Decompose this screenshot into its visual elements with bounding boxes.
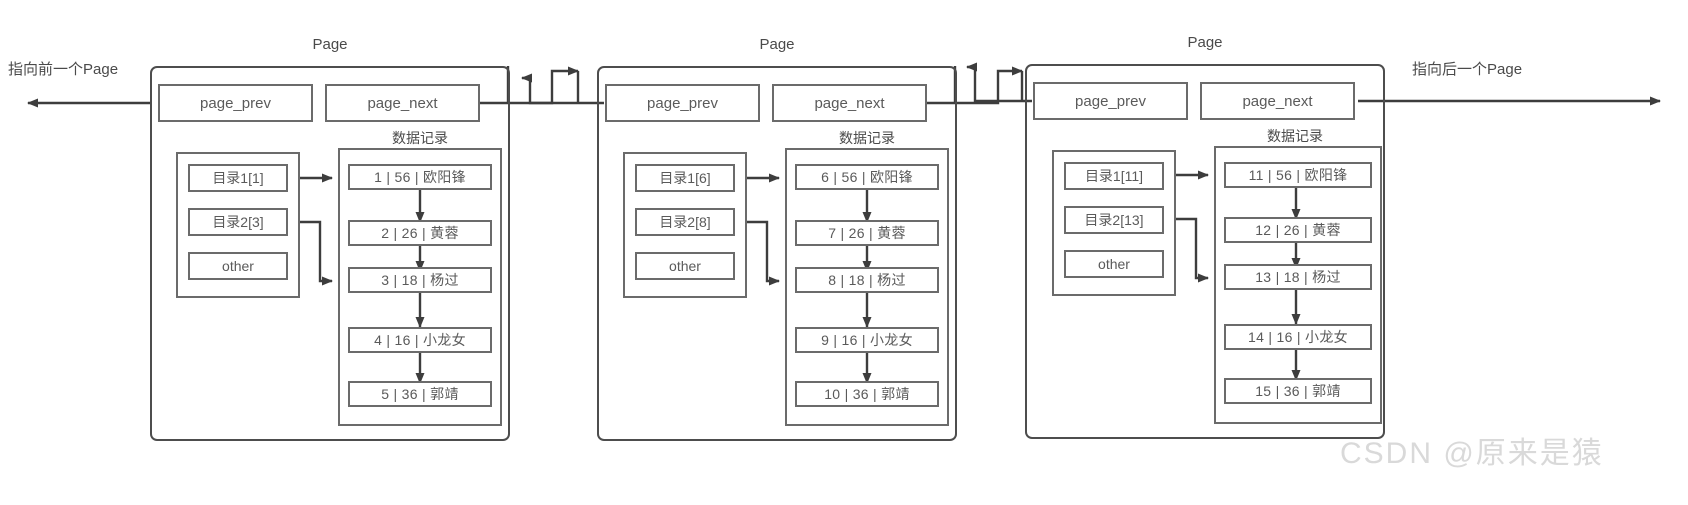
directory-entry-2-0[interactable]: 目录1[6] [635,164,735,192]
record-box-1-4[interactable]: 5 | 36 | 郭靖 [348,381,492,407]
directory-entry-3-1[interactable]: 目录2[13] [1064,206,1164,234]
record-box-3-1[interactable]: 12 | 26 | 黄蓉 [1224,217,1372,243]
directory-group-1 [176,152,300,298]
record-box-3-2[interactable]: 13 | 18 | 杨过 [1224,264,1372,290]
records-group-3 [1214,146,1382,424]
record-text-1-2: 3 | 18 | 杨过 [381,272,459,288]
record-box-2-4[interactable]: 10 | 36 | 郭靖 [795,381,939,407]
records-label-3: 数据记录 [1267,128,1323,144]
record-text-3-0: 11 | 56 | 欧阳锋 [1248,167,1348,183]
directory-label-1-0: 目录1[1] [212,170,264,186]
record-text-2-0: 6 | 56 | 欧阳锋 [821,169,913,185]
page-prev-box-1[interactable]: page_prev [158,84,313,122]
directory-entry-3-2[interactable]: other [1064,250,1164,278]
directory-entry-2-2[interactable]: other [635,252,735,280]
page-container-2 [597,66,957,441]
left-edge-label: 指向前一个Page [8,61,119,78]
records-label-2: 数据记录 [839,130,895,146]
page-next-box-3[interactable]: page_next [1200,82,1355,120]
record-box-2-3[interactable]: 9 | 16 | 小龙女 [795,327,939,353]
directory-entry-1-1[interactable]: 目录2[3] [188,208,288,236]
record-text-1-3: 4 | 16 | 小龙女 [374,332,466,348]
record-text-3-1: 12 | 26 | 黄蓉 [1255,222,1341,238]
directory-group-3 [1052,150,1176,296]
directory-entry-1-2[interactable]: other [188,252,288,280]
directory-label-1-1: 目录2[3] [212,214,264,230]
page-title-2: Page [759,36,795,53]
page-next-label-1: page_next [367,94,438,112]
record-box-2-0[interactable]: 6 | 56 | 欧阳锋 [795,164,939,190]
record-text-1-1: 2 | 26 | 黄蓉 [381,225,459,241]
record-text-1-4: 5 | 36 | 郭靖 [381,386,459,402]
page-container-3 [1025,64,1385,439]
directory-label-2-1: 目录2[8] [659,214,711,230]
record-box-3-4[interactable]: 15 | 36 | 郭靖 [1224,378,1372,404]
records-label-1: 数据记录 [392,130,448,146]
directory-label-1-2: other [222,258,254,274]
record-text-2-1: 7 | 26 | 黄蓉 [828,225,906,241]
record-box-2-1[interactable]: 7 | 26 | 黄蓉 [795,220,939,246]
directory-label-3-1: 目录2[13] [1084,212,1144,228]
record-text-3-2: 13 | 18 | 杨过 [1255,269,1341,285]
directory-entry-2-1[interactable]: 目录2[8] [635,208,735,236]
record-text-2-3: 9 | 16 | 小龙女 [821,332,913,348]
record-box-1-3[interactable]: 4 | 16 | 小龙女 [348,327,492,353]
directory-label-3-0: 目录1[11] [1084,168,1144,184]
directory-entry-3-0[interactable]: 目录1[11] [1064,162,1164,190]
page-next-label-2: page_next [814,94,885,112]
records-group-2 [785,148,949,426]
record-box-1-1[interactable]: 2 | 26 | 黄蓉 [348,220,492,246]
page-container-1 [150,66,510,441]
directory-entry-1-0[interactable]: 目录1[1] [188,164,288,192]
record-box-3-0[interactable]: 11 | 56 | 欧阳锋 [1224,162,1372,188]
record-box-3-3[interactable]: 14 | 16 | 小龙女 [1224,324,1372,350]
page-title-3: Page [1187,34,1223,51]
record-box-1-0[interactable]: 1 | 56 | 欧阳锋 [348,164,492,190]
page-next-box-1[interactable]: page_next [325,84,480,122]
watermark: CSDN @原来是猿 [1340,437,1604,470]
record-box-1-2[interactable]: 3 | 18 | 杨过 [348,267,492,293]
record-text-3-3: 14 | 16 | 小龙女 [1248,329,1348,345]
directory-label-2-0: 目录1[6] [659,170,711,186]
record-text-2-4: 10 | 36 | 郭靖 [824,386,910,402]
record-box-2-2[interactable]: 8 | 18 | 杨过 [795,267,939,293]
directory-group-2 [623,152,747,298]
page-next-label-3: page_next [1242,92,1313,110]
directory-label-3-2: other [1098,256,1130,272]
wire-p2prev-to-p1 [521,73,604,105]
page-prev-label-1: page_prev [200,94,271,112]
page-prev-label-2: page_prev [647,94,718,112]
page-prev-box-2[interactable]: page_prev [605,84,760,122]
records-group-1 [338,148,502,426]
wire-p3prev-to-p2 [966,62,1032,103]
page-prev-box-3[interactable]: page_prev [1033,82,1188,120]
page-title-1: Page [312,36,348,53]
record-text-1-0: 1 | 56 | 欧阳锋 [374,169,466,185]
record-text-3-4: 15 | 36 | 郭靖 [1255,383,1341,399]
right-edge-label: 指向后一个Page [1412,61,1523,78]
record-text-2-2: 8 | 18 | 杨过 [828,272,906,288]
page-next-box-2[interactable]: page_next [772,84,927,122]
page-prev-label-3: page_prev [1075,92,1146,110]
directory-label-2-2: other [669,258,701,274]
